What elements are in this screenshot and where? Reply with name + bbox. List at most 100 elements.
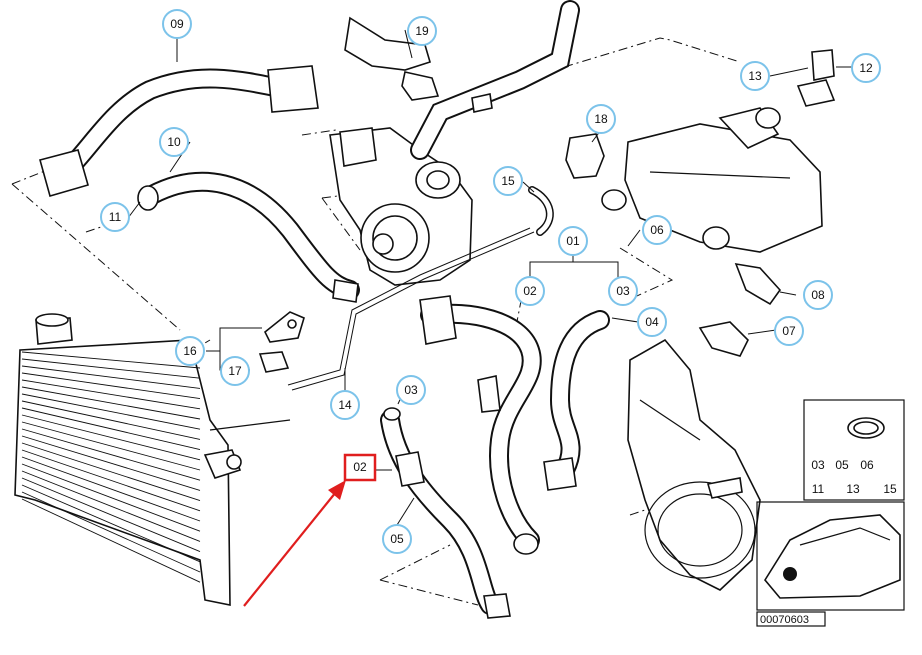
callout-circle <box>159 127 189 157</box>
callout-circle <box>586 104 616 134</box>
inset-car-box <box>756 501 905 611</box>
callouts: 09 19 12 13 18 10 11 15 01 06 02 03 08 04 16 07 17 14 03 05 <box>100 9 881 554</box>
callout-18[interactable]: 18 <box>586 104 616 134</box>
callout-label: 03 <box>616 284 630 298</box>
callout-label: 04 <box>645 315 659 329</box>
callout-circle <box>803 280 833 310</box>
gearbox-housing <box>627 338 761 591</box>
callout-circle <box>608 276 638 306</box>
clip-19 <box>344 16 440 101</box>
radiator-fin <box>21 428 201 481</box>
callout-circle <box>558 226 588 256</box>
clip-07 <box>698 321 749 357</box>
callout-11[interactable]: 11 <box>100 202 130 232</box>
callout-label: 03 <box>404 383 418 397</box>
water-pump <box>329 127 473 286</box>
callout-19[interactable]: 19 <box>407 16 437 46</box>
diagram-id-box: 00070603 <box>756 611 826 627</box>
callout-label: 17 <box>228 364 242 378</box>
inset-key-15: 15 <box>883 482 897 496</box>
callout-circle <box>740 61 770 91</box>
callout-05[interactable]: 05 <box>382 524 412 554</box>
radiator-fin <box>21 379 201 410</box>
radiator-fin <box>21 393 201 430</box>
radiator-fin <box>21 456 201 522</box>
callout-circle <box>396 375 426 405</box>
callout-15[interactable]: 15 <box>493 166 523 196</box>
callout-13[interactable]: 13 <box>740 61 770 91</box>
callout-02[interactable]: 02 <box>515 276 545 306</box>
hose-02 <box>380 407 511 619</box>
radiator-fin <box>21 498 201 583</box>
radiator-fin <box>21 386 201 420</box>
callout-08[interactable]: 08 <box>803 280 833 310</box>
pipe-top <box>410 0 580 160</box>
callout-label: 19 <box>415 24 429 38</box>
clip-18 <box>565 133 605 179</box>
callout-12[interactable]: 12 <box>851 53 881 83</box>
clip-17 <box>258 351 290 373</box>
callout-label: 18 <box>594 112 608 126</box>
inset-key-03: 03 <box>811 458 825 472</box>
callout-label: 06 <box>650 223 664 237</box>
radiator-fin <box>21 442 201 502</box>
hose-10 <box>137 171 360 303</box>
callout-16[interactable]: 16 <box>175 336 205 366</box>
callout-circle <box>493 166 523 196</box>
callout-circle <box>100 202 130 232</box>
clip-08 <box>734 262 782 306</box>
inset-clamp-box <box>803 399 905 501</box>
callout-circle <box>175 336 205 366</box>
callout-09[interactable]: 09 <box>162 9 192 39</box>
callout-17[interactable]: 17 <box>220 356 250 386</box>
callout-14[interactable]: 14 <box>330 390 360 420</box>
callout-label: 11 <box>109 210 122 224</box>
highlighted-callout-label: 02 <box>353 460 367 474</box>
callout-06[interactable]: 06 <box>642 215 672 245</box>
callout-03[interactable]: 03 <box>608 276 638 306</box>
radiator-fin <box>21 421 201 471</box>
radiator-fin <box>21 400 201 440</box>
radiator-fin <box>21 414 201 461</box>
callout-01[interactable]: 01 <box>558 226 588 256</box>
radiator-fin <box>21 407 201 451</box>
callout-circle <box>642 215 672 245</box>
callout-label: 12 <box>859 61 873 75</box>
radiator-fin <box>21 470 201 542</box>
callout-04[interactable]: 04 <box>637 307 667 337</box>
callout-label: 14 <box>338 398 352 412</box>
callout-circle <box>382 524 412 554</box>
callout-03[interactable]: 03 <box>396 375 426 405</box>
inset-key-06: 06 <box>860 458 874 472</box>
callout-circle <box>162 9 192 39</box>
inset-key-05: 05 <box>835 458 849 472</box>
callout-label: 02 <box>523 284 537 298</box>
radiator-fin <box>21 477 201 553</box>
callout-label: 10 <box>167 135 181 149</box>
bracket-16 <box>263 311 305 343</box>
radiator-fin <box>21 351 201 369</box>
hose-01 <box>419 295 610 555</box>
radiator-fin <box>21 372 201 400</box>
radiator-fin <box>21 463 201 532</box>
radiator-fin <box>21 358 201 379</box>
radiator-fin <box>21 449 201 512</box>
hose-09 <box>39 65 319 197</box>
callout-label: 16 <box>183 344 197 358</box>
callout-circle <box>851 53 881 83</box>
callout-label: 01 <box>566 234 580 248</box>
diagram-id: 00070603 <box>760 614 809 626</box>
radiator-fin <box>21 365 201 389</box>
callout-10[interactable]: 10 <box>159 127 189 157</box>
sensor-12 <box>796 49 836 107</box>
radiator <box>14 313 291 606</box>
callout-07[interactable]: 07 <box>774 316 804 346</box>
radiator-fin <box>21 435 201 491</box>
callout-circle <box>220 356 250 386</box>
callout-label: 13 <box>748 69 762 83</box>
callout-circle <box>330 390 360 420</box>
highlighted-callout[interactable]: 02 <box>343 453 377 482</box>
callout-circle <box>515 276 545 306</box>
